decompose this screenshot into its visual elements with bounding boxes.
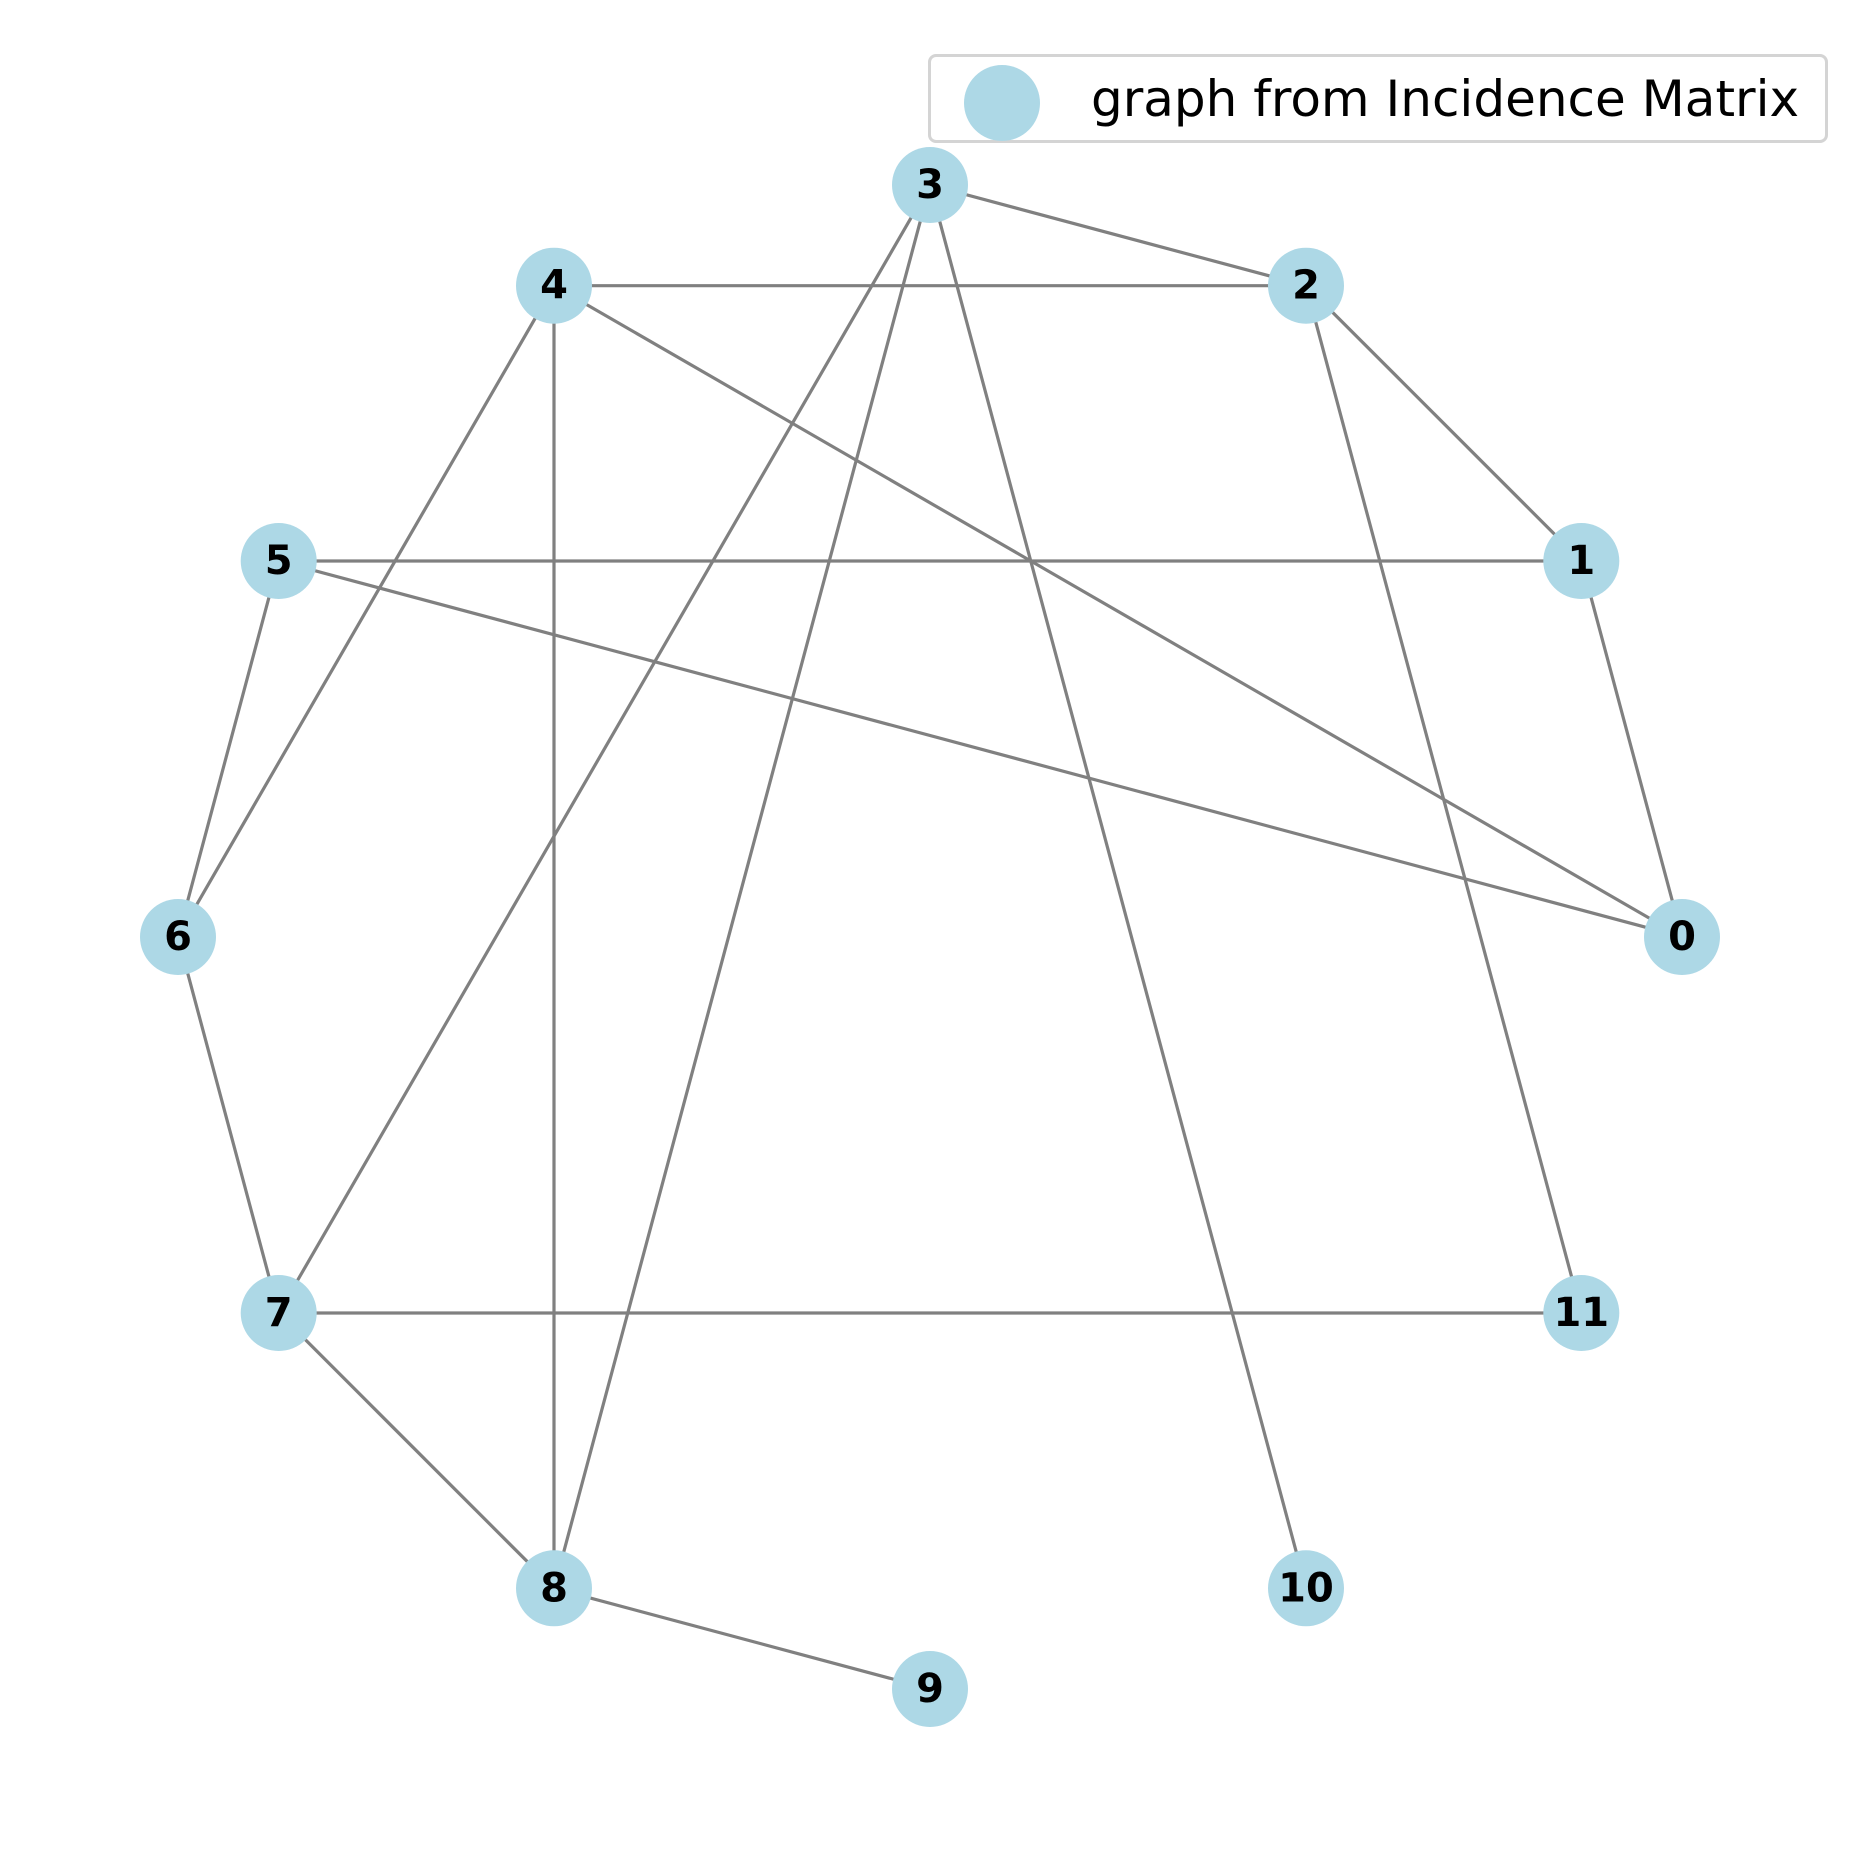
- node-circle: [1268, 247, 1344, 324]
- node-4: 4: [516, 247, 592, 324]
- edge-1-2: [1304, 284, 1583, 563]
- node-label: 1: [1567, 538, 1595, 584]
- node-label: 6: [164, 914, 192, 960]
- node-circle: [1268, 1550, 1344, 1627]
- node-0: 0: [1644, 899, 1720, 975]
- node-3: 3: [892, 147, 968, 223]
- node-circle: [516, 247, 592, 324]
- node-circle: [240, 1275, 317, 1351]
- node-9: 9: [892, 1651, 968, 1727]
- node-circle: [892, 147, 968, 223]
- node-label: 0: [1668, 914, 1696, 960]
- node-label: 3: [916, 162, 944, 208]
- node-1: 1: [1543, 523, 1620, 599]
- node-7: 7: [240, 1275, 317, 1351]
- node-circle: [1644, 899, 1720, 975]
- legend-node-marker: [964, 65, 1040, 141]
- edge-3-8: [552, 184, 932, 1589]
- node-10: 10: [1268, 1550, 1344, 1627]
- node-circle: [516, 1550, 592, 1627]
- edge-5-6: [176, 560, 281, 938]
- node-label: 5: [265, 538, 293, 584]
- node-circle: [140, 899, 216, 975]
- node-2: 2: [1268, 247, 1344, 324]
- node-label: 9: [916, 1666, 944, 1712]
- nodes-layer: 0 1 2 3 4 5 6 7 8 9 10 11: [140, 147, 1720, 1727]
- node-circle: [1543, 523, 1620, 599]
- node-5: 5: [240, 523, 317, 599]
- node-label: 10: [1278, 1565, 1334, 1611]
- edge-0-5: [278, 559, 1683, 939]
- edge-0-1: [1579, 560, 1684, 938]
- edge-6-7: [176, 936, 281, 1314]
- edge-2-11: [1304, 285, 1583, 1314]
- node-circle: [240, 523, 317, 599]
- node-8: 8: [516, 1550, 592, 1627]
- node-circle: [892, 1651, 968, 1727]
- edge-0-4: [553, 284, 1683, 939]
- legend: graph from Incidence Matrix: [928, 54, 1828, 143]
- node-label: 4: [540, 263, 568, 309]
- node-6: 6: [140, 899, 216, 975]
- edge-2-3: [929, 183, 1307, 288]
- node-label: 11: [1553, 1290, 1609, 1336]
- edge-8-9: [553, 1586, 931, 1691]
- edge-3-10: [928, 184, 1308, 1589]
- legend-label: graph from Incidence Matrix: [1091, 70, 1800, 128]
- edge-3-7: [277, 184, 932, 1314]
- edge-4-6: [176, 284, 556, 938]
- node-11: 11: [1543, 1275, 1620, 1351]
- node-label: 7: [265, 1290, 293, 1336]
- node-circle: [1543, 1275, 1620, 1351]
- node-label: 2: [1292, 263, 1320, 309]
- edge-7-8: [277, 1311, 556, 1590]
- edges-layer: [176, 183, 1684, 1691]
- node-label: 8: [540, 1565, 568, 1611]
